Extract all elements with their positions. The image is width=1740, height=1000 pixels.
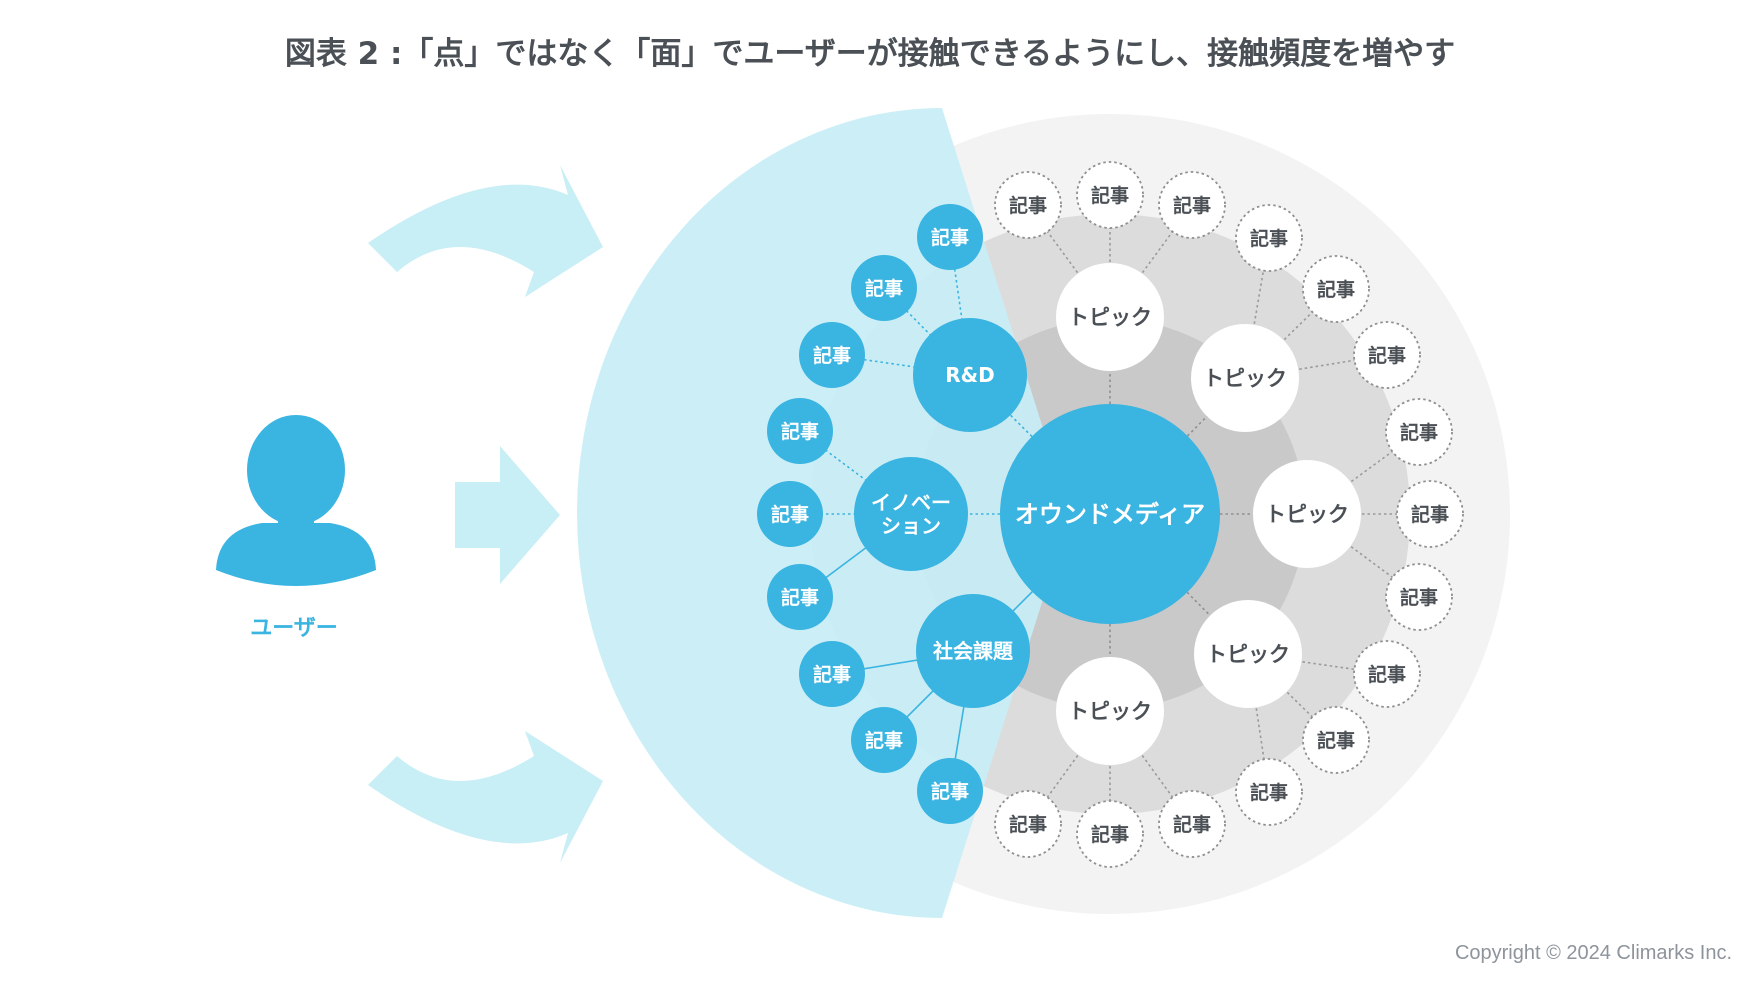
article-node xyxy=(1076,161,1144,229)
figure-title: 図表 2 :「点」ではなく「面」でユーザーが接触できるようにし、接触頻度を増やす xyxy=(284,36,1456,72)
article-label: 記事 xyxy=(1009,813,1047,836)
topic-label: トピック xyxy=(1265,503,1349,527)
owned-media-label: オウンドメディア xyxy=(1015,501,1205,529)
article-node xyxy=(1302,706,1370,774)
article-label: 記事 xyxy=(931,226,969,249)
article-node-highlighted xyxy=(799,322,865,388)
article-label: 記事 xyxy=(1009,194,1047,217)
article-label: 記事 xyxy=(1091,184,1129,207)
article-label: 記事 xyxy=(1400,586,1438,609)
article-node-highlighted xyxy=(767,398,833,464)
article-node xyxy=(1353,321,1421,389)
article-label: 記事 xyxy=(865,729,903,752)
article-label: 記事 xyxy=(1411,503,1449,526)
topic-node-highlighted xyxy=(916,594,1030,708)
article-label: 記事 xyxy=(813,663,851,686)
topic-node xyxy=(1191,324,1299,432)
article-node-highlighted xyxy=(767,564,833,630)
article-label: 記事 xyxy=(781,586,819,609)
article-node-highlighted xyxy=(757,481,823,547)
topic-node xyxy=(1056,657,1164,765)
topic-label: トピック xyxy=(1203,367,1287,391)
article-node-highlighted xyxy=(917,758,983,824)
article-label: 記事 xyxy=(813,344,851,367)
article-label: 記事 xyxy=(1250,781,1288,804)
article-node xyxy=(1353,640,1421,708)
topic-node xyxy=(1194,600,1302,708)
highlighted-topic-label: 社会課題 xyxy=(932,639,1014,663)
article-node xyxy=(1158,790,1226,858)
article-label: 記事 xyxy=(1250,227,1288,250)
highlighted-topic-label: R&D xyxy=(945,363,994,387)
arrow-top xyxy=(368,165,603,297)
article-node xyxy=(1396,480,1464,548)
article-label: 記事 xyxy=(865,277,903,300)
article-node xyxy=(1385,398,1453,466)
topic-node xyxy=(1056,263,1164,371)
article-label: 記事 xyxy=(1317,729,1355,752)
topic-label: トピック xyxy=(1206,643,1290,667)
article-label: 記事 xyxy=(1400,421,1438,444)
topic-node xyxy=(1253,460,1361,568)
article-node-highlighted xyxy=(851,707,917,773)
article-node xyxy=(1235,204,1303,272)
user-icon xyxy=(216,415,376,586)
article-label: 記事 xyxy=(1368,344,1406,367)
article-label: 記事 xyxy=(771,503,809,526)
article-label: 記事 xyxy=(1368,663,1406,686)
article-node xyxy=(994,171,1062,239)
article-label: 記事 xyxy=(1317,278,1355,301)
topic-label: トピック xyxy=(1068,306,1152,330)
user-label: ユーザー xyxy=(250,616,338,641)
article-label: 記事 xyxy=(1173,813,1211,836)
article-node-highlighted xyxy=(851,255,917,321)
reach-fan xyxy=(577,108,1070,918)
highlighted-topic-label: イノベーション xyxy=(871,490,951,538)
topic-node-highlighted xyxy=(854,457,968,571)
article-label: 記事 xyxy=(1091,823,1129,846)
article-node xyxy=(1076,800,1144,868)
topic-node-highlighted xyxy=(913,318,1027,432)
article-label: 記事 xyxy=(781,420,819,443)
article-label: 記事 xyxy=(1173,194,1211,217)
article-node xyxy=(1235,758,1303,826)
arrow-middle xyxy=(455,446,560,584)
article-node xyxy=(1385,563,1453,631)
article-node xyxy=(1302,255,1370,323)
owned-media-node xyxy=(1000,404,1220,624)
arrow-bottom xyxy=(368,731,603,863)
article-label: 記事 xyxy=(931,780,969,803)
article-node-highlighted xyxy=(917,204,983,270)
topic-to-article-line xyxy=(883,287,971,376)
article-node xyxy=(994,790,1062,858)
topic-to-article-line xyxy=(1247,653,1337,741)
article-node-highlighted xyxy=(799,641,865,707)
article-node xyxy=(1158,171,1226,239)
topic-label: トピック xyxy=(1068,700,1152,724)
copyright-text: Copyright © 2024 Climarks Inc. xyxy=(1454,942,1732,964)
node-layer: 記事記事記事トピック記事記事記事トピック記事記事記事トピック記事記事記事トピック… xyxy=(757,161,1464,868)
